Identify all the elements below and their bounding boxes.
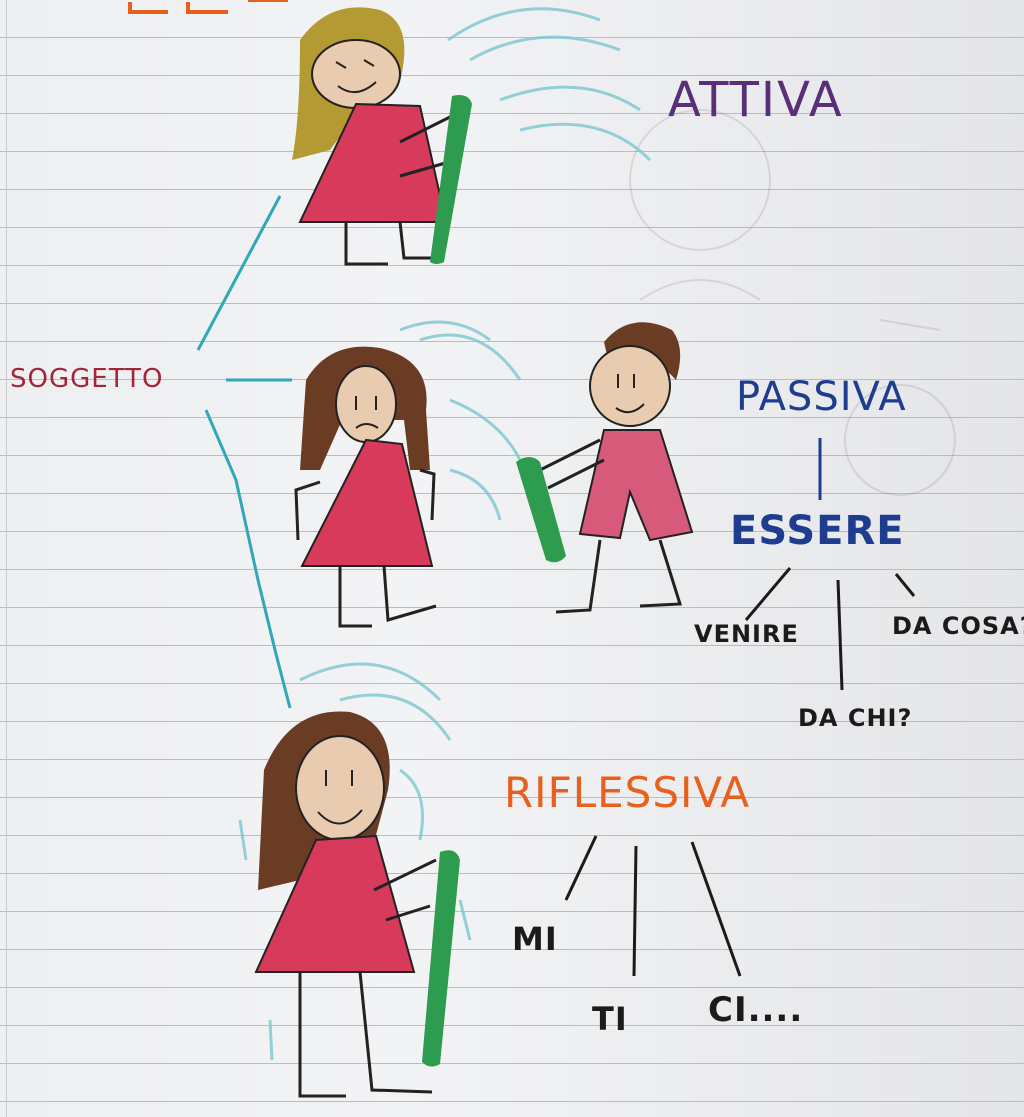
attiva-girl-face: [311, 39, 401, 109]
label-da-chi: DA CHI?: [798, 704, 913, 732]
passiva-boy-face: [589, 345, 671, 427]
label-soggetto: SOGGETTO: [10, 364, 164, 394]
passiva-boy-body: [578, 429, 694, 542]
soggetto-connectors: [196, 195, 292, 709]
passiva-girl-dress: [300, 438, 434, 567]
label-ti: TI: [592, 1000, 628, 1038]
attiva-girl: [292, 7, 652, 266]
passiva-girl-face: [335, 365, 397, 443]
riflessiva-girl: [238, 662, 472, 1098]
label-ci: CI....: [708, 990, 804, 1030]
margin-line: [6, 0, 7, 1117]
label-passiva: PASSIVA: [736, 374, 907, 420]
passiva-girl: [294, 346, 437, 628]
passiva-tree-lines: [744, 438, 916, 691]
riflessiva-motion-lines: [238, 662, 472, 1061]
riflessiva-bat: [422, 850, 460, 1067]
label-riflessiva: RIFLESSIVA: [504, 768, 751, 817]
label-venire: VENIRE: [694, 620, 799, 648]
connector-to-attiva: [196, 195, 282, 351]
attiva-bat: [430, 95, 472, 264]
label-da-cosa: DA COSA?: [892, 612, 1024, 640]
attiva-motion-lines: [447, 7, 652, 162]
riflessiva-tree-lines: [564, 835, 742, 977]
label-attiva: ATTIVA: [668, 72, 844, 128]
connector-to-riflessiva: [204, 409, 292, 709]
cut-off-title-fragment: [128, 0, 288, 14]
passiva-bat: [516, 457, 566, 563]
riflessiva-girl-dress: [254, 834, 416, 973]
label-essere: ESSERE: [730, 508, 905, 554]
ghost-drawing: [629, 109, 956, 496]
passiva-boy: [516, 322, 694, 614]
label-mi: MI: [512, 920, 558, 958]
passiva-motion-lines: [399, 320, 522, 521]
